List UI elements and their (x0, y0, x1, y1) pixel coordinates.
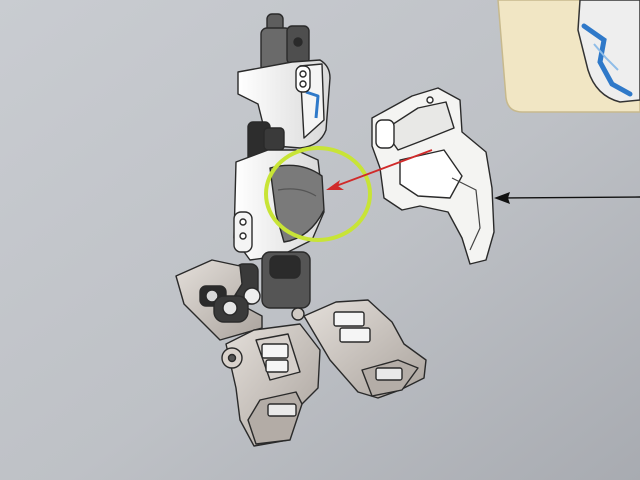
armor-piece-icon (371, 87, 495, 265)
robot-leg-assembly-icon (175, 13, 427, 447)
sub-assembly-callout-icon (497, 0, 640, 113)
attachment-highlight-icon (264, 146, 372, 242)
attach-direction-arrow-icon (326, 149, 433, 190)
pointer-arrow-icon (494, 192, 640, 204)
